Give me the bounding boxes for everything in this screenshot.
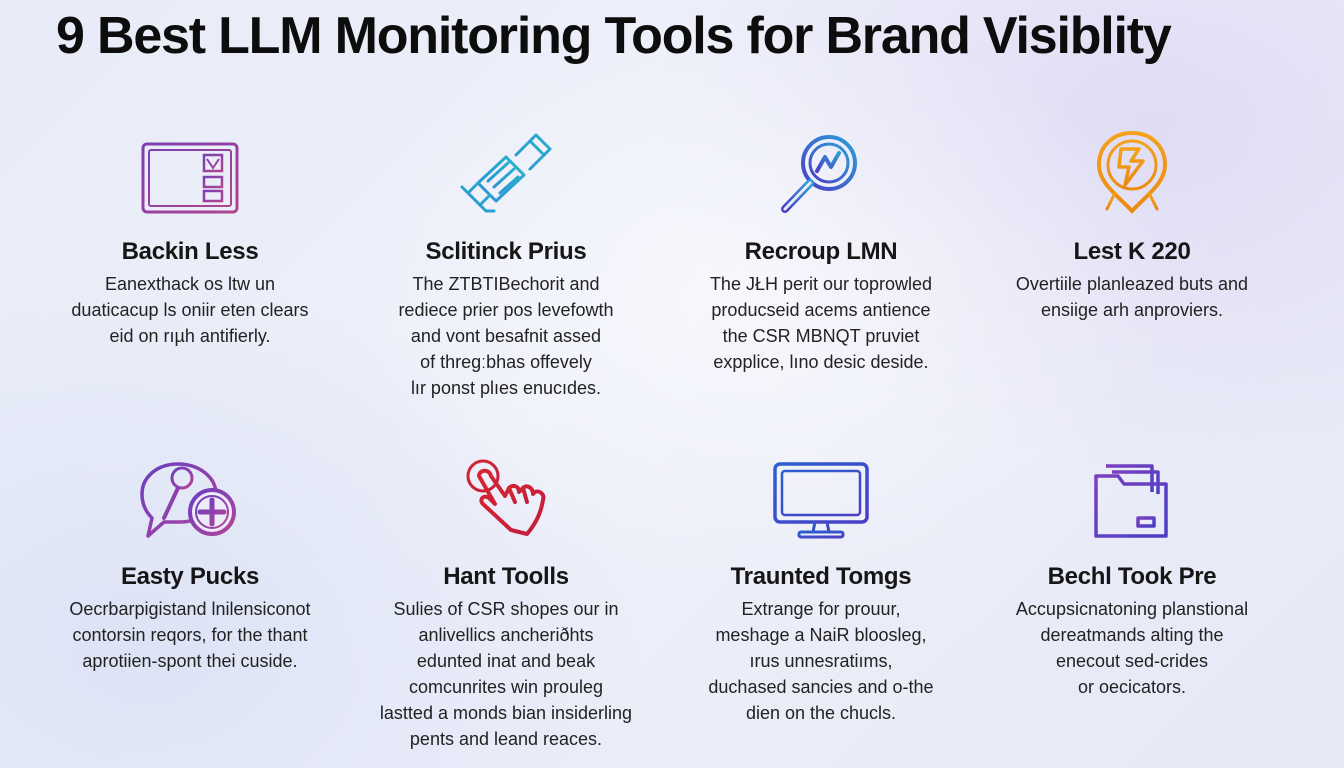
tool-card-6: Hant Toolls Sulies of CSR shopes our in … [346, 450, 666, 752]
chat-plus-icon [30, 450, 350, 540]
tool-name: Lest K 220 [1073, 238, 1191, 265]
usb-plug-icon [346, 125, 666, 215]
tool-description: Extrange for prouur, meshage a NaiR bloo… [708, 599, 934, 723]
tool-description: Accupsicnatoning planstional dereatmands… [1015, 599, 1249, 697]
tool-description: The ZTBTIBechorit and rediece prier pos … [398, 274, 614, 398]
tool-card-5: Easty Pucks Oecrbarpigistand lnilensicon… [30, 450, 350, 674]
tool-card-8: Bechl Took Pre Accupsicnatoning planstio… [972, 450, 1292, 700]
tool-description: The JŁH perit our toprowled producseid a… [709, 274, 933, 372]
tool-description: Sulies of CSR shopes our in anlivellics … [379, 599, 633, 749]
tool-description: Overtiile planleazed buts and ensiige ar… [1015, 274, 1249, 320]
lightning-badge-icon [972, 125, 1292, 215]
tool-name: Traunted Tomgs [730, 563, 912, 590]
tool-name: Recroup LMN [744, 238, 898, 265]
tool-description: Oecrbarpigistand lnilensiconot contorsin… [69, 599, 311, 671]
tool-name: Backin Less [121, 238, 259, 265]
tool-name: Hant Toolls [443, 563, 569, 590]
document-list-icon [30, 125, 350, 215]
tool-card-1: Backin Less Eanexthack os ltw un duatica… [30, 125, 350, 349]
magnifier-icon [661, 125, 981, 215]
tool-name: Sclitinck Prius [425, 238, 587, 265]
tool-card-4: Lest K 220 Overtiile planleazed buts and… [972, 125, 1292, 323]
tool-name: Bechl Took Pre [1047, 563, 1217, 590]
tool-name: Easty Pucks [120, 563, 260, 590]
hand-pointer-icon [346, 450, 666, 540]
monitor-icon [661, 450, 981, 540]
folder-files-icon [972, 450, 1292, 540]
tool-description: Eanexthack os ltw un duaticacup ls oniir… [71, 274, 309, 346]
tool-card-7: Traunted Tomgs Extrange for prouur, mesh… [661, 450, 981, 726]
page-title: 9 Best LLM Monitoring Tools for Brand Vi… [56, 7, 1172, 65]
tool-card-3: Recroup LMN The JŁH perit our toprowled … [661, 125, 981, 375]
tool-card-2: Sclitinck Prius The ZTBTIBechorit and re… [346, 125, 666, 401]
